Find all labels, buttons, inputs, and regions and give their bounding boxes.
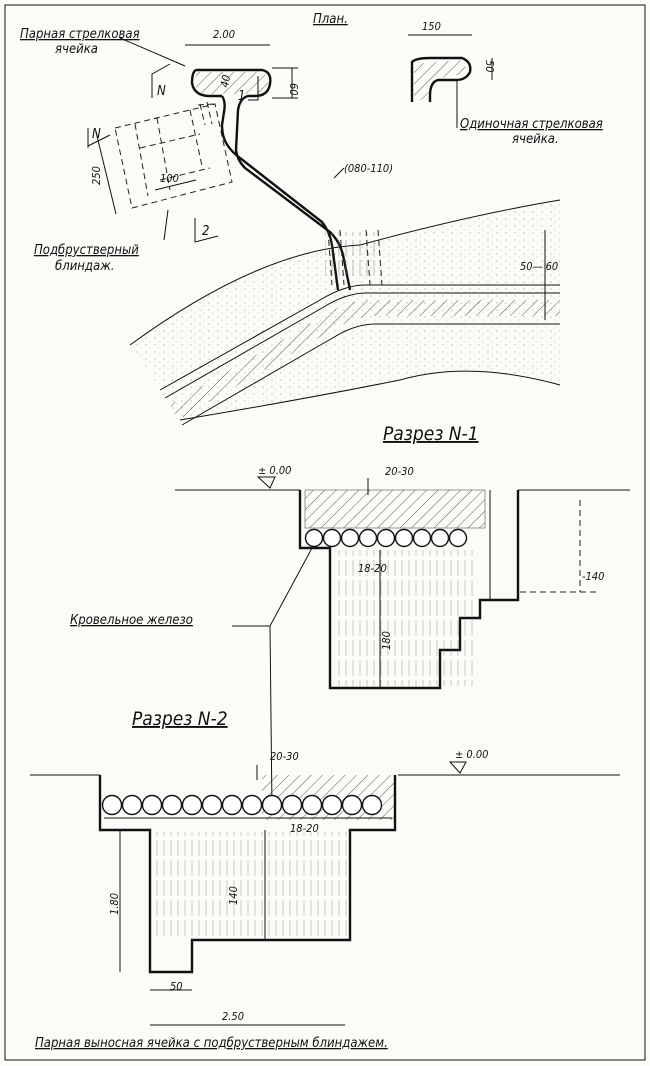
log [358, 528, 378, 548]
s1-dim-depth-right: -140 [582, 570, 604, 583]
section-1: ± 0.00 20-30 -140 180 18-20 Кровельное ж… [70, 464, 630, 811]
section2-title: Разрез N-2 [132, 708, 228, 730]
paired-cell-label-line1: Парная стрелковая [20, 27, 140, 42]
log [201, 794, 223, 816]
s2-excavation-outline [98, 775, 397, 974]
log [340, 528, 360, 548]
log [221, 794, 243, 816]
log [304, 528, 324, 548]
log [121, 794, 143, 816]
log [322, 528, 342, 548]
section1-title: Разрез N-1 [383, 423, 479, 445]
log [361, 794, 383, 816]
roof-iron-label: Кровельное железо [70, 613, 193, 628]
roof-iron-leader [232, 547, 313, 811]
dim-inner: 40 [218, 74, 233, 89]
dugout-outline [114, 103, 233, 209]
s1-dim-cover: 20-30 [385, 465, 414, 478]
dim-depth-single: 50 [483, 60, 496, 73]
s2-log-row [101, 794, 383, 816]
log [261, 794, 283, 816]
section-marker-2-label: 2 [202, 224, 209, 239]
log [412, 528, 432, 548]
section-marker-1-label: 1 [238, 89, 245, 104]
s2-ground-level: ± 0.00 [455, 748, 488, 761]
log [341, 794, 363, 816]
log [141, 794, 163, 816]
section-marker-n-1: N [157, 84, 166, 99]
paired-cell-hatching [194, 72, 269, 94]
plan-title: План. [313, 12, 348, 27]
dugout-label-line1: Подбрустверный [34, 243, 139, 258]
dim-depth-paired: 60 [287, 83, 300, 96]
s1-dim-depth: 180 [380, 631, 393, 650]
s2-dim-width: 2.50 [222, 1010, 244, 1023]
s2-dim-cover: 20-30 [270, 750, 299, 763]
s2-dim-logs: 18-20 [290, 822, 319, 835]
log [430, 528, 450, 548]
log [321, 794, 343, 816]
trench-hatched-band [170, 300, 560, 420]
single-cell-outline [410, 56, 472, 102]
log [448, 528, 468, 548]
section-marker-n2 [87, 128, 111, 148]
sheet-border [4, 4, 646, 1061]
log [376, 528, 396, 548]
dim-width-paired: 2.00 [213, 28, 235, 41]
dim-parapet: 50— 60 [520, 260, 558, 273]
section-marker-n1 [151, 63, 171, 98]
s1-ground-level: ± 0.00 [258, 464, 291, 477]
log [241, 794, 263, 816]
dim-passage-width: (080-110) [344, 162, 393, 175]
s2-dim-step-width: 50 [170, 980, 183, 993]
log [101, 794, 123, 816]
s2-dim-depth-total: 1.80 [108, 893, 121, 915]
dim-dugout-width: 100 [160, 172, 179, 185]
paired-cell-label-line2: ячейка [55, 42, 98, 57]
s2-dim-depth-step: 140 [227, 886, 240, 905]
plan-view: План. 2.00 60 40 Парная стрелковая ячейк… [20, 12, 603, 445]
log [394, 528, 414, 548]
single-cell-label-line1: Одиночная стрелковая [460, 117, 603, 132]
leader-paired-cell [119, 37, 186, 67]
drawing-caption: Парная выносная ячейка с подбрустверным … [35, 1036, 388, 1051]
dim-dugout-length: 250 [90, 166, 103, 185]
dugout-label-line2: блиндаж. [55, 259, 114, 274]
section-2: Разрез N-2 ± 0.00 20-30 18-20 1.80 140 5… [30, 708, 620, 1026]
log [281, 794, 303, 816]
log [161, 794, 183, 816]
s1-dim-logs: 18-20 [358, 562, 387, 575]
dim-line-dugout-length [95, 131, 117, 215]
section-marker-2 [194, 218, 219, 243]
s1-log-row [304, 528, 468, 548]
single-cell-label-line2: ячейка. [512, 132, 559, 147]
log [301, 794, 323, 816]
dim-width-single: 150 [422, 20, 441, 33]
log [181, 794, 203, 816]
section-marker-1 [248, 76, 259, 101]
